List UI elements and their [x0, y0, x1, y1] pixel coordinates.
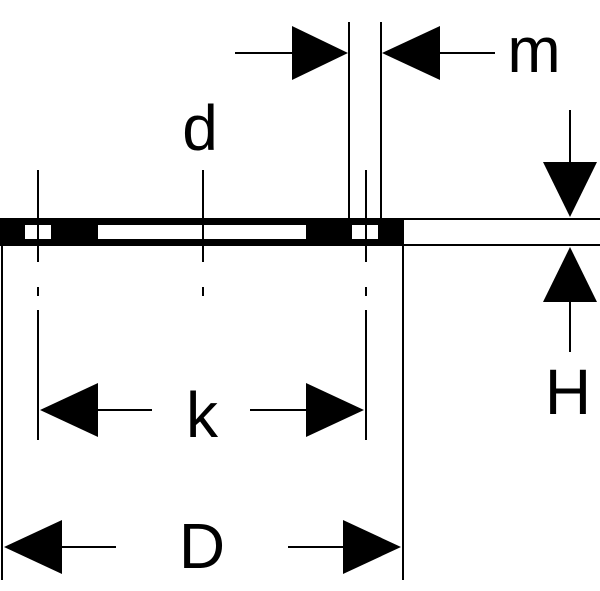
- dimension-m: m: [235, 14, 561, 86]
- H-arrow-down: [543, 162, 597, 217]
- h-reference-lines: [404, 218, 600, 246]
- m-arrow-left: [292, 26, 348, 80]
- D-arrow-right: [343, 520, 401, 574]
- k-arrow-right: [306, 383, 364, 437]
- extension-lines: [1, 22, 404, 580]
- label-d: d: [182, 92, 218, 164]
- dimension-k: k: [40, 379, 364, 451]
- label-D: D: [179, 510, 225, 582]
- label-H: H: [545, 356, 591, 428]
- H-arrow-up: [543, 247, 597, 302]
- centerlines: [37, 170, 367, 440]
- dimension-H: H: [543, 110, 597, 428]
- label-m: m: [507, 14, 560, 86]
- label-k: k: [186, 379, 219, 451]
- D-arrow-left: [4, 520, 62, 574]
- m-arrow-right: [382, 26, 440, 80]
- dimension-D: D: [4, 510, 401, 582]
- k-arrow-left: [40, 383, 98, 437]
